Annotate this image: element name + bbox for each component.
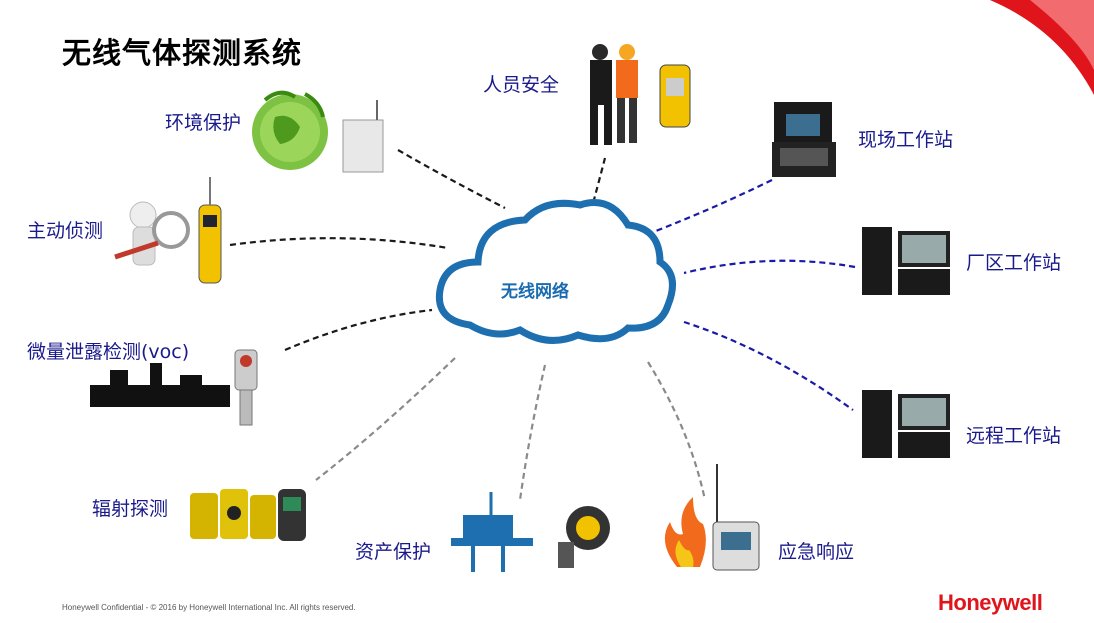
label-personnel: 人员安全	[483, 74, 560, 96]
label-active: 主动侦测	[27, 220, 104, 242]
asset-platform-sensor-icon	[451, 492, 610, 572]
env-globe-icon	[252, 90, 384, 173]
remote-workstation-pc-icon	[862, 390, 950, 458]
cloud-shape	[435, 199, 676, 344]
label-emergency: 应急响应	[778, 541, 855, 563]
emergency-fire-monitor-icon	[664, 464, 760, 571]
link-remote-ws	[683, 320, 854, 411]
link-env	[397, 149, 506, 209]
link-voc	[284, 308, 433, 352]
label-field-ws: 现场工作站	[858, 129, 954, 151]
link-plant-ws	[683, 259, 856, 275]
corner-accent-fade	[1030, 0, 1094, 70]
page-title: 无线气体探测系统	[62, 36, 303, 70]
link-radiation	[315, 357, 456, 481]
active-detection-figure-icon	[114, 177, 222, 284]
link-active	[229, 237, 449, 250]
label-voc: 微量泄露检测(voc)	[27, 341, 190, 363]
label-env: 环境保护	[165, 112, 242, 134]
honeywell-logo: Honeywell	[938, 590, 1043, 615]
label-remote-ws: 远程工作站	[966, 425, 1062, 447]
label-plant-ws: 厂区工作站	[966, 252, 1062, 274]
voc-refinery-detector-icon	[90, 349, 258, 426]
link-asset	[518, 364, 547, 501]
label-radiation: 辐射探测	[92, 498, 169, 520]
footer-copyright: Honeywell Confidential - © 2016 by Honey…	[62, 603, 356, 612]
link-field-ws	[631, 179, 773, 242]
link-emergency	[647, 361, 707, 501]
field-workstation-case-icon	[772, 102, 836, 177]
radiation-barrels-icon	[190, 489, 306, 541]
personnel-workers-icon	[590, 44, 691, 145]
link-personnel	[586, 157, 607, 223]
plant-workstation-pc-icon	[862, 227, 950, 295]
wireless-network-label: 无线网络	[501, 282, 569, 302]
label-asset: 资产保护	[355, 541, 432, 563]
